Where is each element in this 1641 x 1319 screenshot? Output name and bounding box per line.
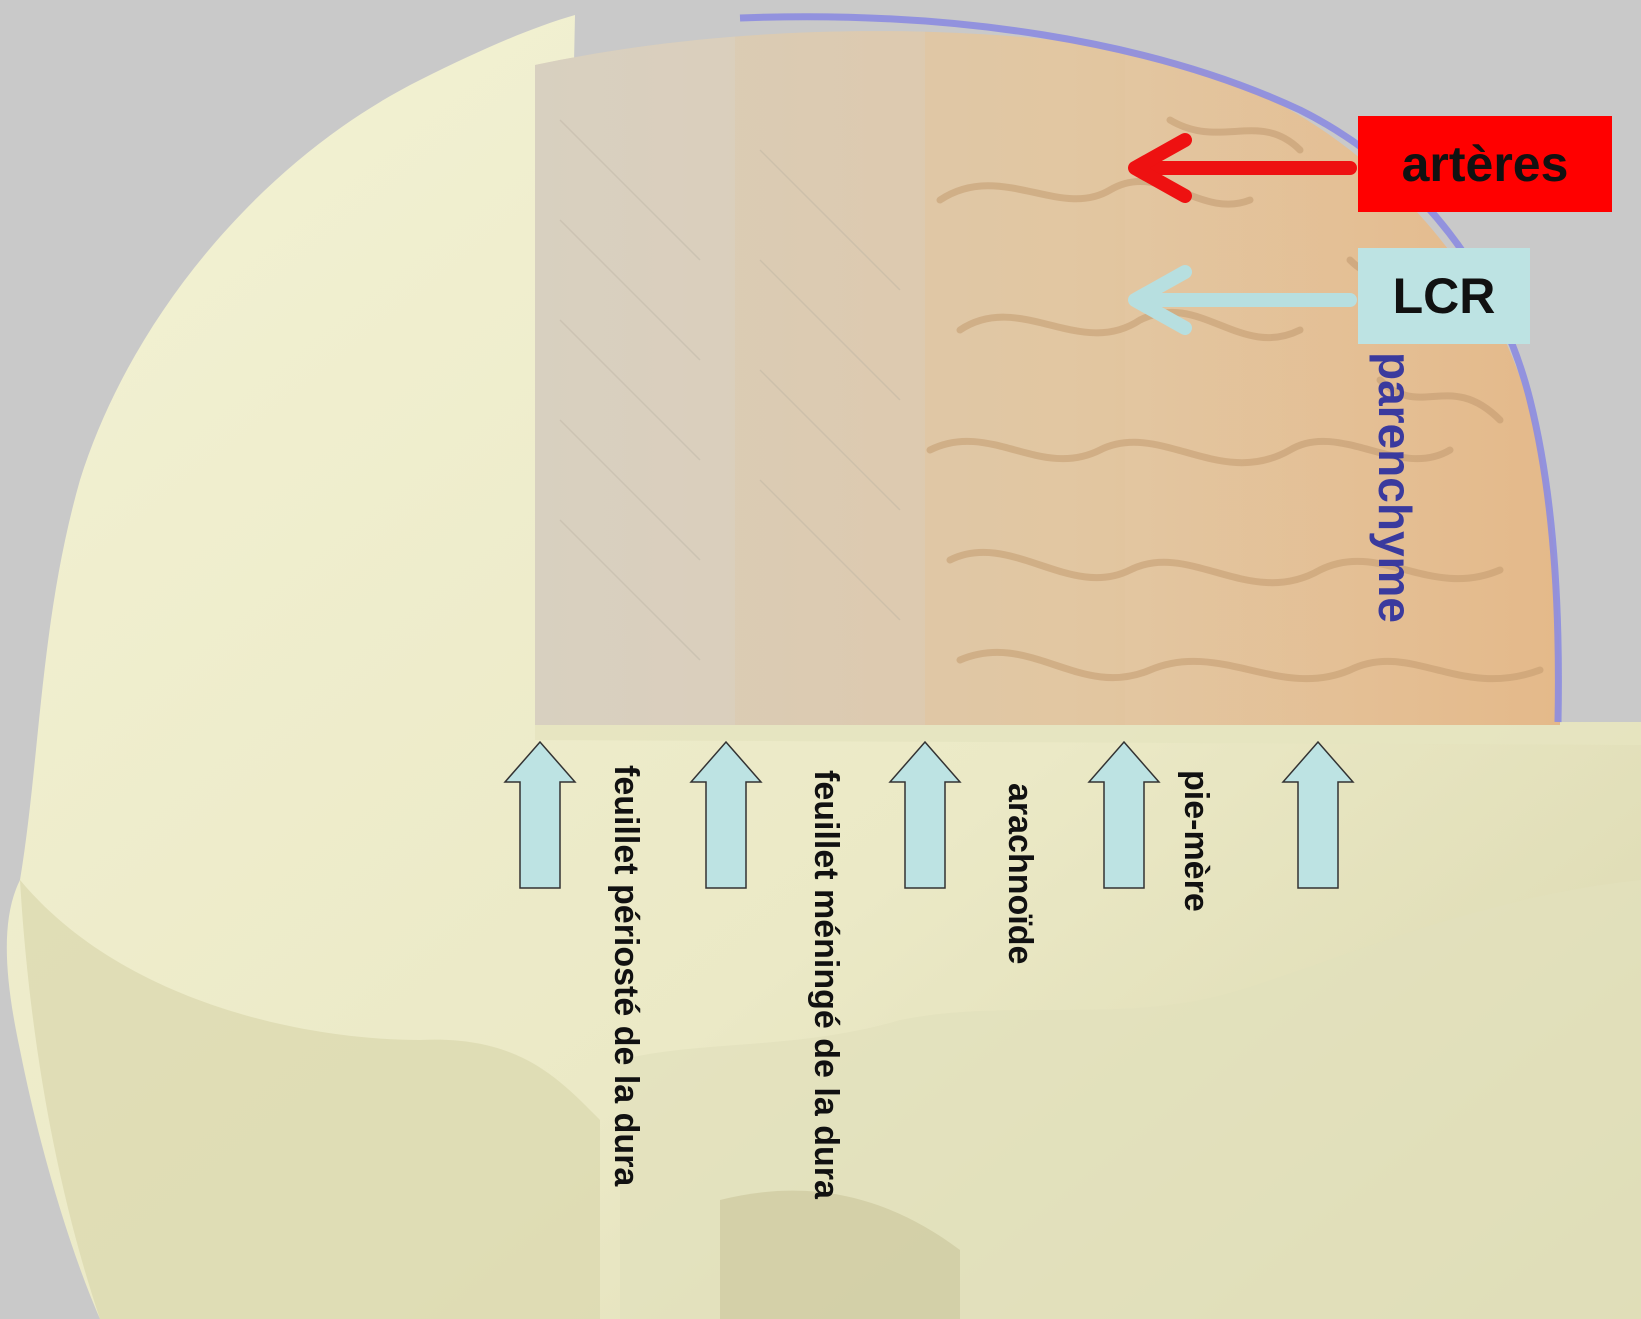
layer-band-perioste: [535, 0, 735, 730]
layer-band-meninge: [735, 0, 925, 730]
lcr-label: LCR: [1393, 267, 1496, 325]
parenchyme-label: parenchyme: [1370, 352, 1420, 623]
arteres-label: artères: [1402, 135, 1569, 193]
pie-mere-label: pie-mère: [1176, 770, 1216, 912]
arteres-label-box: artères: [1358, 116, 1612, 212]
brain-region: [535, 0, 1595, 730]
lcr-label-box: LCR: [1358, 248, 1530, 344]
layer-band-arachnoide: [925, 0, 1125, 730]
feuillet-perioste-label: feuillet périosté de la dura: [606, 765, 646, 1186]
arachnoide-label: arachnoïde: [1000, 783, 1040, 964]
feuillet-meninge-label: feuillet méningé de la dura: [806, 770, 846, 1199]
